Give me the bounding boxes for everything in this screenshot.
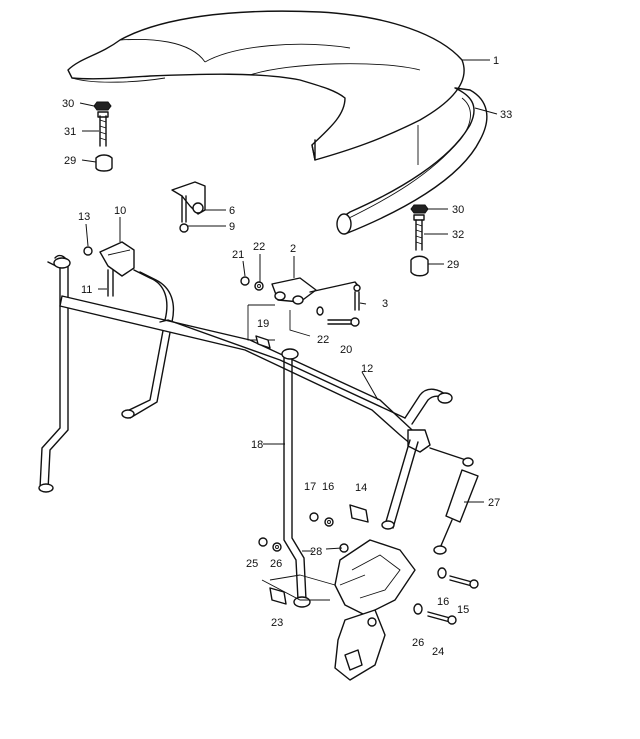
bushing-19 [247, 304, 311, 349]
callout-9: 9 [229, 221, 235, 233]
callout-21: 21 [232, 249, 244, 261]
callout-17: 17 [304, 481, 316, 493]
callout-16-upper: 16 [322, 481, 334, 493]
callout-10: 10 [114, 205, 126, 217]
callout-29-right: 29 [447, 259, 459, 271]
callout-27: 27 [488, 497, 500, 509]
callout-13: 13 [78, 211, 90, 223]
callout-23: 23 [271, 617, 283, 629]
callout-labels: 1 33 30 31 29 6 9 30 32 29 13 10 11 21 2… [62, 55, 512, 658]
callout-12: 12 [361, 363, 373, 375]
tonneau-cover [67, 10, 465, 161]
callout-2: 2 [290, 243, 296, 255]
callout-25: 25 [246, 558, 258, 570]
upper-bracket [171, 181, 206, 233]
callout-18: 18 [251, 439, 263, 451]
left-stud-stack [93, 101, 113, 172]
callout-31: 31 [64, 126, 76, 138]
callout-1: 1 [493, 55, 499, 67]
callout-32: 32 [452, 229, 464, 241]
lower-bracket [261, 539, 416, 681]
callout-20: 20 [340, 344, 352, 356]
small-fasteners [258, 504, 479, 625]
callout-28: 28 [310, 546, 322, 558]
callout-26-right: 26 [412, 637, 424, 649]
vertical-rod-18 [281, 348, 311, 608]
callout-22-lower: 22 [317, 334, 329, 346]
callout-19: 19 [257, 318, 269, 330]
right-stud-stack [410, 204, 429, 277]
leader-lines [79, 59, 498, 552]
seal-strip [336, 87, 488, 235]
callout-30-right: 30 [452, 204, 464, 216]
right-arm [381, 429, 431, 530]
callout-33: 33 [500, 109, 512, 121]
callout-29-left: 29 [64, 155, 76, 167]
callout-16-lower: 16 [437, 596, 449, 608]
center-hinge [240, 276, 361, 327]
callout-11: 11 [81, 284, 92, 296]
callout-24: 24 [432, 646, 444, 658]
left-side-rod [38, 254, 71, 493]
callout-26-left: 26 [270, 558, 282, 570]
gas-strut [429, 447, 479, 555]
callout-30-left: 30 [62, 98, 74, 110]
callout-15: 15 [457, 604, 469, 616]
callout-22-upper: 22 [253, 241, 265, 253]
callout-3: 3 [382, 298, 388, 310]
callout-14: 14 [355, 482, 367, 494]
callout-6: 6 [229, 205, 235, 217]
main-cross-bar [59, 295, 453, 446]
